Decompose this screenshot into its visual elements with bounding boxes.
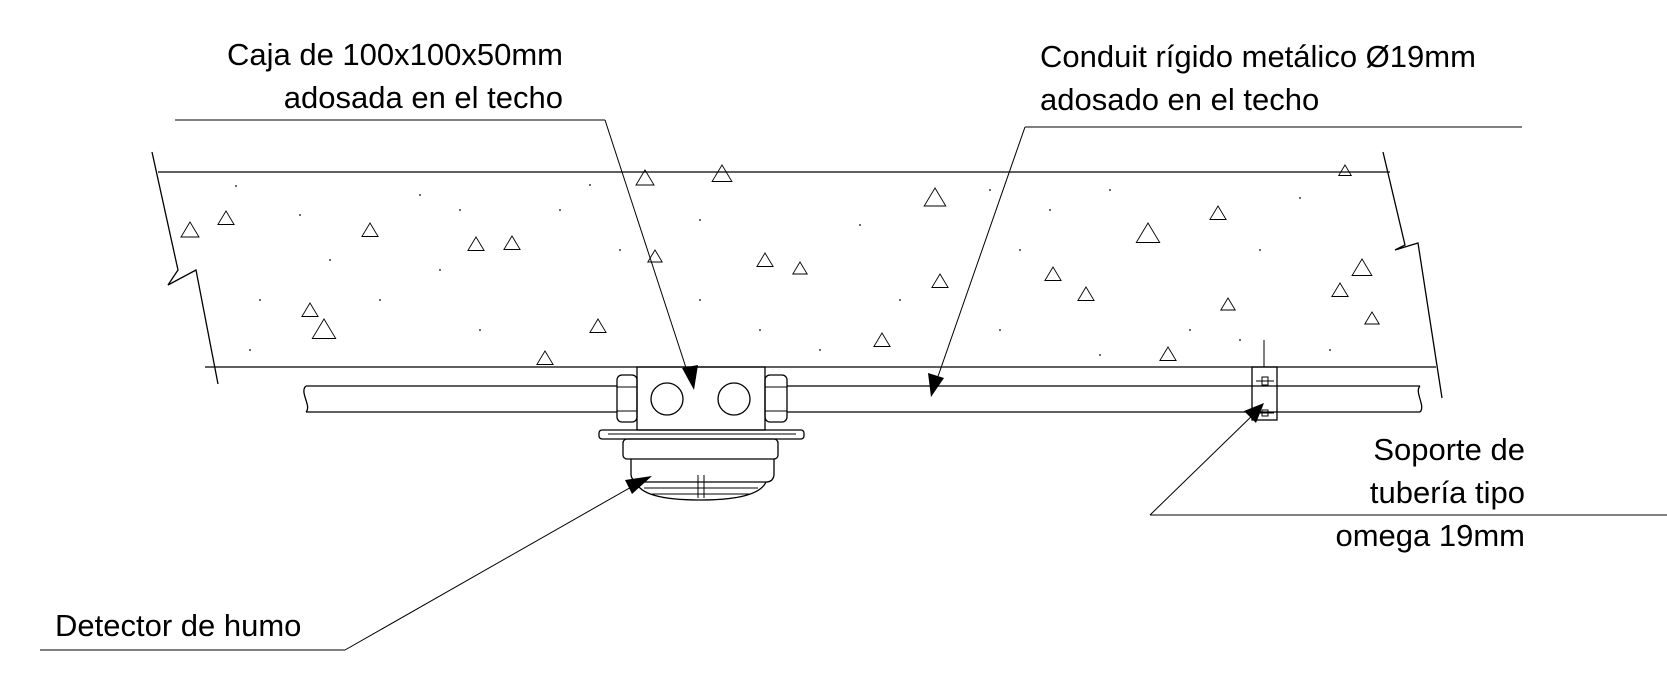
aggregate-dot bbox=[1019, 249, 1021, 251]
aggregate-triangle bbox=[536, 350, 554, 365]
aggregate-dot bbox=[439, 269, 441, 271]
aggregate-triangle bbox=[1331, 282, 1349, 297]
aggregate-dot bbox=[899, 299, 901, 301]
aggregate-dot bbox=[299, 214, 301, 216]
aggregate-dot bbox=[1099, 354, 1101, 356]
aggregate-triangle bbox=[467, 236, 485, 251]
aggregate-triangle bbox=[923, 187, 947, 207]
left-locknut bbox=[616, 374, 638, 423]
aggregate-dot bbox=[699, 299, 701, 301]
aggregate-triangle bbox=[647, 249, 663, 263]
conduit-leader bbox=[928, 126, 1522, 397]
aggregate-dot bbox=[1109, 189, 1111, 191]
aggregate-dot bbox=[699, 219, 701, 221]
aggregate-dot bbox=[819, 349, 821, 351]
aggregate-dot bbox=[379, 299, 381, 301]
rigid-metal-conduit bbox=[303, 385, 1423, 413]
box-callout-line2: adosada en el techo bbox=[284, 80, 563, 115]
aggregate-dot bbox=[559, 209, 561, 211]
support-callout-line1: Soporte de bbox=[1373, 432, 1525, 467]
aggregate-dot bbox=[1299, 197, 1301, 199]
aggregate-dot bbox=[249, 349, 251, 351]
aggregate-triangle bbox=[180, 221, 200, 238]
aggregate-dot bbox=[759, 329, 761, 331]
aggregate-dot bbox=[419, 194, 421, 196]
callout-leaders bbox=[40, 119, 1667, 651]
aggregate-triangle bbox=[1364, 311, 1380, 325]
aggregate-dot bbox=[619, 249, 621, 251]
aggregate-triangle bbox=[361, 222, 379, 237]
junction-box bbox=[616, 366, 788, 431]
aggregate-triangle bbox=[1135, 222, 1161, 243]
aggregate-dot bbox=[859, 224, 861, 226]
aggregate-triangle bbox=[711, 164, 733, 182]
aggregate-triangle bbox=[301, 302, 319, 317]
aggregate-dot bbox=[989, 189, 991, 191]
detector-leader bbox=[40, 476, 652, 651]
aggregate-dot bbox=[589, 184, 591, 186]
aggregate-triangle bbox=[1337, 164, 1353, 176]
aggregate-triangle bbox=[1209, 205, 1227, 220]
aggregate-dot bbox=[1259, 249, 1261, 251]
support-callout-line2: tubería tipo bbox=[1370, 475, 1525, 510]
right-locknut bbox=[764, 374, 788, 423]
concrete-aggregate-pattern bbox=[180, 164, 1380, 365]
right-break-line bbox=[1382, 151, 1443, 399]
left-break-line bbox=[151, 151, 219, 385]
aggregate-dot bbox=[999, 329, 1001, 331]
aggregate-dot bbox=[259, 299, 261, 301]
conduit-callout-line2: adosado en el techo bbox=[1040, 82, 1319, 117]
aggregate-dot bbox=[1239, 339, 1241, 341]
aggregate-triangle bbox=[756, 252, 774, 267]
aggregate-triangle bbox=[217, 210, 235, 225]
aggregate-dot bbox=[329, 259, 331, 261]
aggregate-triangle bbox=[1044, 266, 1062, 281]
aggregate-dot bbox=[459, 209, 461, 211]
aggregate-triangle bbox=[792, 261, 808, 275]
aggregate-triangle bbox=[1220, 297, 1236, 311]
aggregate-triangle bbox=[311, 318, 337, 339]
aggregate-triangle bbox=[635, 169, 655, 186]
aggregate-dot bbox=[235, 185, 237, 187]
support-callout-line3: omega 19mm bbox=[1335, 518, 1525, 553]
box-callout-line1: Caja de 100x100x50mm bbox=[227, 37, 563, 72]
aggregate-triangle bbox=[873, 332, 891, 347]
detector-callout-line1: Detector de humo bbox=[55, 608, 301, 643]
support-leader bbox=[1149, 403, 1667, 516]
conduit-callout-line1: Conduit rígido metálico Ø19mm bbox=[1040, 39, 1476, 74]
smoke-detector bbox=[598, 429, 805, 501]
concrete-slab bbox=[151, 151, 1443, 399]
aggregate-triangle bbox=[1077, 286, 1095, 301]
aggregate-triangle bbox=[503, 235, 521, 250]
aggregate-dot bbox=[1189, 329, 1191, 331]
aggregate-triangle bbox=[931, 273, 949, 288]
aggregate-dot bbox=[1329, 349, 1331, 351]
aggregate-dot bbox=[479, 329, 481, 331]
aggregate-dot bbox=[1049, 209, 1051, 211]
aggregate-triangle bbox=[1351, 258, 1373, 276]
omega-pipe-support bbox=[1251, 340, 1278, 421]
aggregate-triangle bbox=[1159, 346, 1177, 361]
aggregate-triangle bbox=[589, 318, 607, 333]
box-leader bbox=[175, 119, 698, 390]
